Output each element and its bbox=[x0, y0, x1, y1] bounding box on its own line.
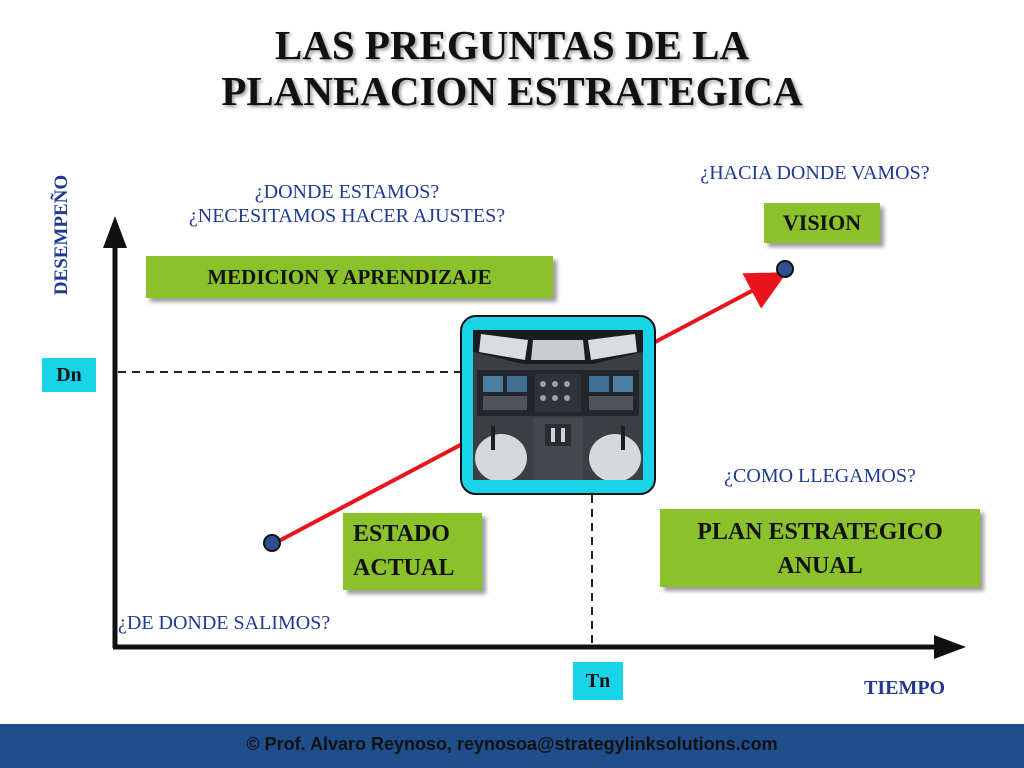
slide-title: LAS PREGUNTAS DE LA PLANEACION ESTRATEGI… bbox=[0, 22, 1024, 114]
y-axis-label: DESEMPEÑO bbox=[44, 152, 80, 317]
x-axis-arrowhead bbox=[934, 635, 966, 659]
airplane-cockpit-icon bbox=[473, 330, 643, 480]
footer-text: © Prof. Alvaro Reynoso, reynosoa@strateg… bbox=[246, 734, 778, 754]
vision-box: VISION bbox=[764, 203, 880, 243]
estado-line-2: ACTUAL bbox=[353, 555, 455, 581]
footer-bar: © Prof. Alvaro Reynoso, reynosoa@strateg… bbox=[0, 724, 1024, 768]
x-axis-label: TIEMPO bbox=[864, 677, 946, 699]
start-point bbox=[263, 534, 281, 552]
title-line-1: LAS PREGUNTAS DE LA bbox=[274, 22, 750, 68]
title-line-2: PLANEACION ESTRATEGICA bbox=[221, 68, 803, 114]
question-ajustes-text: ¿NECESITAMOS HACER AJUSTES? bbox=[188, 205, 506, 227]
question-como-llegamos: ¿COMO LLEGAMOS? bbox=[724, 465, 916, 487]
cockpit-photo-frame bbox=[460, 315, 656, 495]
estado-line-1: ESTADO bbox=[353, 521, 450, 547]
tn-marker: Tn bbox=[573, 662, 623, 700]
y-axis-arrowhead bbox=[103, 216, 127, 248]
question-donde-estamos: ¿DONDE ESTAMOS? ¿NECESITAMOS HACER AJUST… bbox=[138, 180, 556, 228]
medicion-box: MEDICION Y APRENDIZAJE bbox=[146, 256, 553, 298]
plan-line-2: ANUAL bbox=[777, 553, 863, 579]
question-donde-estamos-text: ¿DONDE ESTAMOS? bbox=[254, 181, 440, 203]
estado-actual-box: ESTADO ACTUAL bbox=[343, 513, 482, 590]
question-de-donde: ¿DE DONDE SALIMOS? bbox=[118, 612, 331, 634]
dn-marker: Dn bbox=[42, 358, 96, 392]
plan-estrategico-box: PLAN ESTRATEGICO ANUAL bbox=[660, 509, 980, 587]
y-axis-label-text: DESEMPEÑO bbox=[51, 174, 72, 295]
end-point bbox=[776, 260, 794, 278]
question-hacia-donde: ¿HACIA DONDE VAMOS? bbox=[700, 162, 930, 184]
plan-line-1: PLAN ESTRATEGICO bbox=[697, 519, 943, 545]
